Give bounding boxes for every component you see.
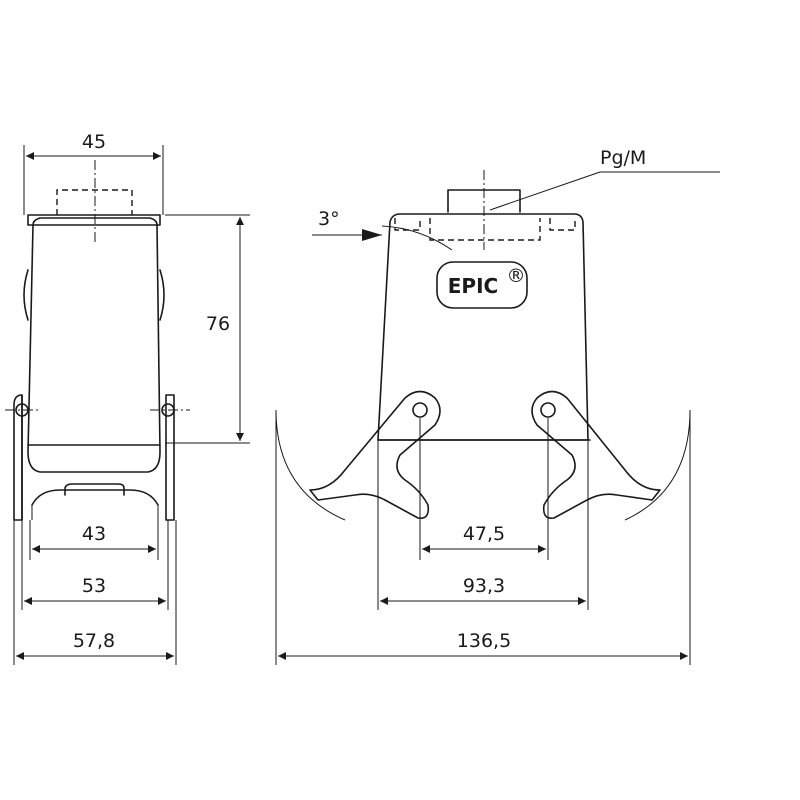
front-left-bracket (309, 390, 441, 520)
angle-arrow (362, 229, 382, 241)
dim-label-53: 53 (82, 575, 106, 597)
side-right-bump (159, 269, 165, 321)
front-left-swing-arc (275, 409, 346, 521)
dim-label-45: 45 (82, 131, 106, 153)
epic-registered-mark: ® (507, 265, 526, 287)
front-housing-body (377, 213, 589, 441)
dim-label-47-5: 47,5 (463, 523, 505, 545)
dim-label-57-8: 57,8 (73, 630, 115, 652)
front-left-pivot-hole (412, 402, 428, 418)
side-latch-tab (64, 483, 125, 496)
side-housing-body (27, 217, 161, 473)
thread-label: Pg/M (600, 147, 646, 169)
front-right-pivot-hole (540, 402, 556, 418)
dim-label-76: 76 (206, 313, 230, 335)
side-left-bump (23, 269, 29, 321)
angle-label: 3° (318, 208, 340, 230)
epic-logo: EPIC (448, 274, 498, 298)
dim-label-93-3: 93,3 (463, 575, 505, 597)
side-view: 45 76 43 53 57,8 (5, 131, 250, 665)
front-view: EPIC ® 3° Pg/M 47,5 93 (275, 147, 720, 665)
thread-leader-line (489, 171, 601, 211)
side-right-lever (165, 394, 175, 521)
front-right-swing-arc (624, 409, 691, 521)
side-top-plate (27, 214, 161, 226)
side-cable-entry-hidden (56, 189, 133, 215)
side-latch (31, 489, 159, 506)
epic-logo-frame (436, 261, 528, 309)
front-right-bracket (531, 390, 661, 520)
dim-label-43: 43 (82, 523, 106, 545)
dim-label-136-5: 136,5 (457, 630, 511, 652)
